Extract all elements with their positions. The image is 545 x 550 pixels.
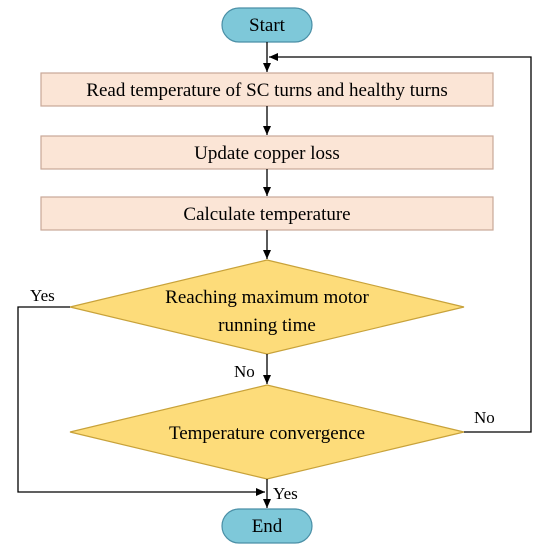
process-calculate-temperature [40, 196, 494, 231]
end-label: End [252, 516, 283, 537]
label-yes-runtime: Yes [30, 286, 55, 305]
label-yes-convergence: Yes [273, 484, 298, 503]
start-label: Start [249, 15, 286, 36]
edge-convergence-no-to-read [269, 53, 532, 433]
end-terminal [221, 508, 313, 544]
process-calculate-temperature-label: Calculate temperature [183, 204, 350, 225]
edge-runtime-yes-to-end [17, 306, 265, 496]
decision-max-running-time-label-line1: Reaching maximum motor [165, 287, 369, 308]
process-read-temperature-label: Read temperature of SC turns and healthy… [86, 80, 447, 101]
decision-temperature-convergence-label: Temperature convergence [169, 423, 365, 444]
label-no-runtime: No [234, 362, 255, 381]
process-update-copper-loss-label: Update copper loss [194, 143, 340, 164]
decision-max-running-time-label-line2: running time [218, 315, 316, 336]
label-no-convergence: No [474, 408, 495, 427]
process-read-temperature [40, 72, 494, 107]
